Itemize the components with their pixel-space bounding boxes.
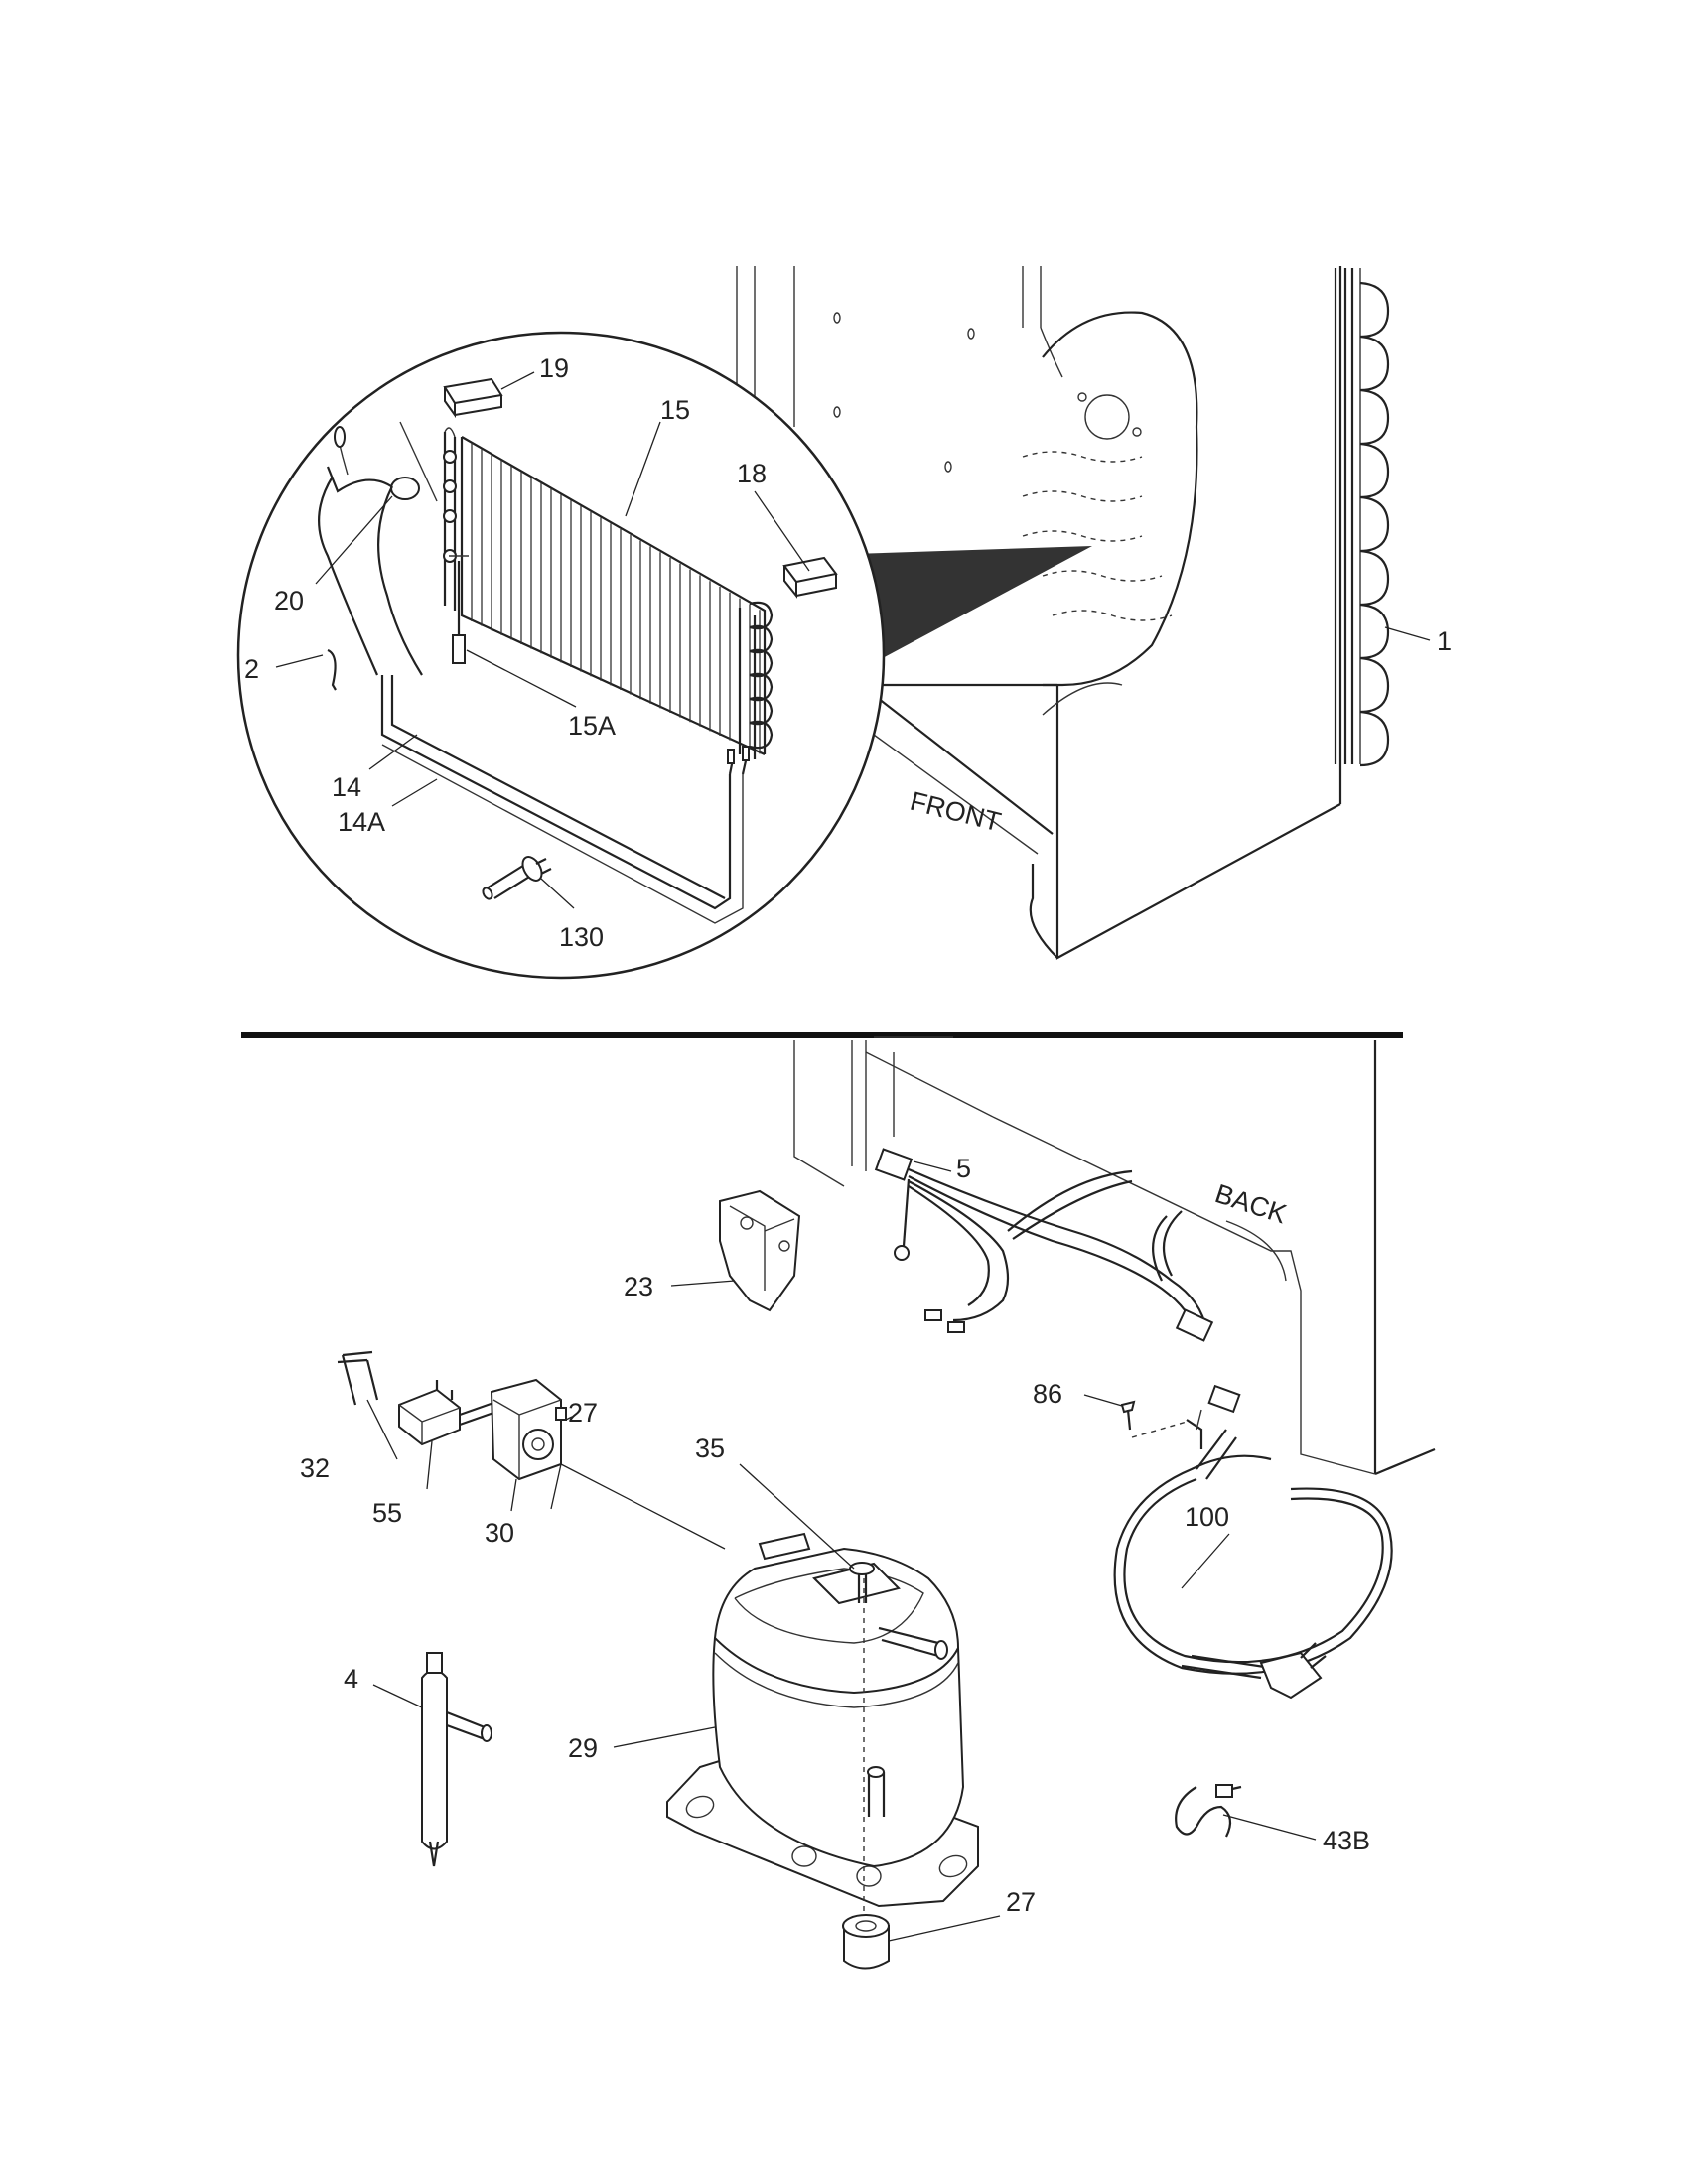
leaders-upper [275, 371, 1431, 909]
callout-14a: 14A [338, 807, 385, 837]
evaporator-detail [318, 377, 838, 924]
part-130-pin [482, 856, 552, 900]
back-label: BACK [1211, 1178, 1290, 1229]
callout-18: 18 [737, 459, 767, 488]
part-100-power-cord [1113, 1384, 1393, 1700]
cabinet-lower: BACK [793, 1036, 1436, 1476]
part-20-thermostat [390, 477, 420, 500]
callout-5: 5 [956, 1154, 971, 1183]
callout-1: 1 [1437, 626, 1452, 656]
part-43b-clip [1175, 1784, 1242, 1838]
callout-20: 20 [274, 586, 304, 615]
callout-19: 19 [539, 353, 569, 383]
zoom-wedge [852, 546, 1092, 660]
part-55-relay [398, 1380, 461, 1446]
callout-100: 100 [1185, 1502, 1229, 1532]
part-4-drier [421, 1652, 492, 1867]
part-86-screw [1120, 1400, 1203, 1449]
part-18-block [782, 556, 838, 599]
part-23-bracket [719, 1189, 801, 1312]
part-29-compressor [666, 1532, 979, 1921]
callout-15: 15 [660, 395, 690, 425]
callout-43b: 43B [1323, 1826, 1370, 1855]
callout-23: 23 [624, 1272, 653, 1301]
callout-4: 4 [344, 1664, 358, 1694]
callout-2: 2 [244, 654, 259, 684]
callout-15a: 15A [568, 711, 616, 741]
callout-14: 14 [332, 772, 361, 802]
callout-32: 32 [300, 1453, 330, 1483]
part-35-bolt [849, 1562, 875, 1603]
callout-55: 55 [372, 1498, 402, 1528]
evaporator-fins [460, 436, 767, 755]
callout-27-lower: 27 [1006, 1887, 1036, 1917]
callout-130: 130 [559, 922, 604, 952]
callout-29: 29 [568, 1733, 598, 1763]
part-2-clip [327, 648, 337, 691]
callout-35: 35 [695, 1433, 725, 1463]
wire-harness-5 [874, 1148, 1214, 1342]
part-27-grommet [842, 1914, 890, 1970]
condenser-coil [1334, 268, 1390, 767]
callout-30: 30 [485, 1518, 514, 1548]
part-32-clip [337, 1350, 379, 1406]
callout-27-upper: 27 [568, 1398, 598, 1428]
leaders-lower [366, 1160, 1317, 1942]
callout-86: 86 [1033, 1379, 1062, 1409]
part-19-block [443, 377, 503, 419]
part-30-connector [459, 1378, 567, 1481]
